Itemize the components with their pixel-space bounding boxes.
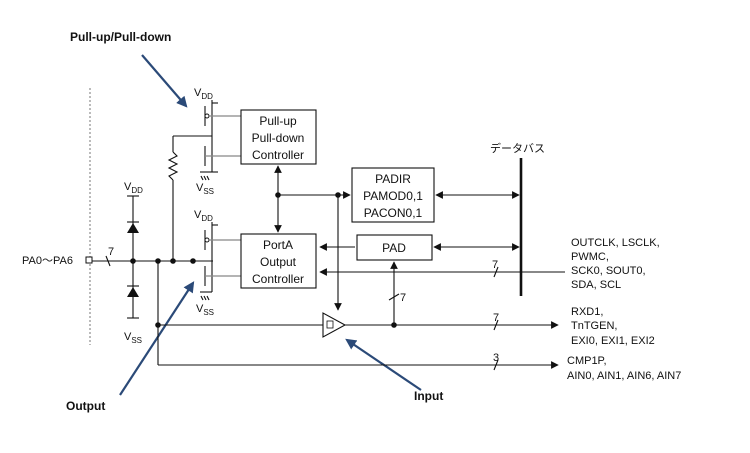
outclk-bus-width: 7 [492,259,498,271]
output-controller-line1: PortA [263,238,293,252]
vdd-label-diode: VDD [124,181,143,195]
pin-label: PA0～PA6 [22,255,73,267]
output-annotation: Output [66,399,105,413]
pull-resistor [167,151,179,181]
signal-outclk-2: PWMC, [571,251,609,263]
signal-rxd-1: RXD1, [571,306,603,318]
pull-controller-line2: Pull-down [252,131,305,145]
pad-register [356,234,433,261]
data-bus-label: データバス [490,141,545,155]
signal-outclk-1: OUTCLK, LSCLK, [571,237,660,249]
pin-bus-width: 7 [108,246,114,258]
protection-diode-lower [127,287,139,297]
pull-controller-line1: Pull-up [259,114,297,128]
pad-label: PAD [382,241,406,255]
input-annotation: Input [414,389,443,403]
vdd-label-output: VDD [194,209,213,223]
pull-up-down-controller [240,109,317,165]
signal-cmp-1: CMP1P, [567,355,607,367]
rxd-bus-width: 7 [493,312,499,324]
padir-line3: PACON0,1 [364,206,423,220]
padir-line2: PAMOD0,1 [363,189,423,203]
vss-label-output: VSS [196,303,214,317]
signal-cmp-2: AIN0, AIN1, AIN6, AIN7 [567,370,681,382]
pull-up-down-pointer [141,54,188,108]
vdd-label-pull: VDD [194,87,213,101]
pin-pad-symbol [85,256,93,264]
output-pointer [119,281,195,396]
input-buffer [322,312,347,338]
cmp-bus-width: 3 [493,352,499,364]
signal-outclk-3: SCK0, SOUT0, [571,265,646,277]
pull-up-down-annotation: Pull-up/Pull-down [70,30,171,44]
signal-rxd-2: TnTGEN, [571,320,617,332]
pad-bus-width: 7 [400,292,406,304]
output-controller-line2: Output [260,255,297,269]
signal-rxd-3: EXI0, EXI1, EXI2 [571,335,655,347]
protection-diode-upper [127,223,139,233]
vss-label-pull: VSS [196,182,214,196]
porta-output-controller [240,233,317,289]
padir-register-block [351,167,435,223]
pull-controller-line3: Controller [252,148,304,162]
output-controller-line3: Controller [252,272,304,286]
signal-outclk-4: SDA, SCL [571,279,621,291]
vss-label-diode: VSS [124,331,142,345]
padir-line1: PADIR [375,172,411,186]
